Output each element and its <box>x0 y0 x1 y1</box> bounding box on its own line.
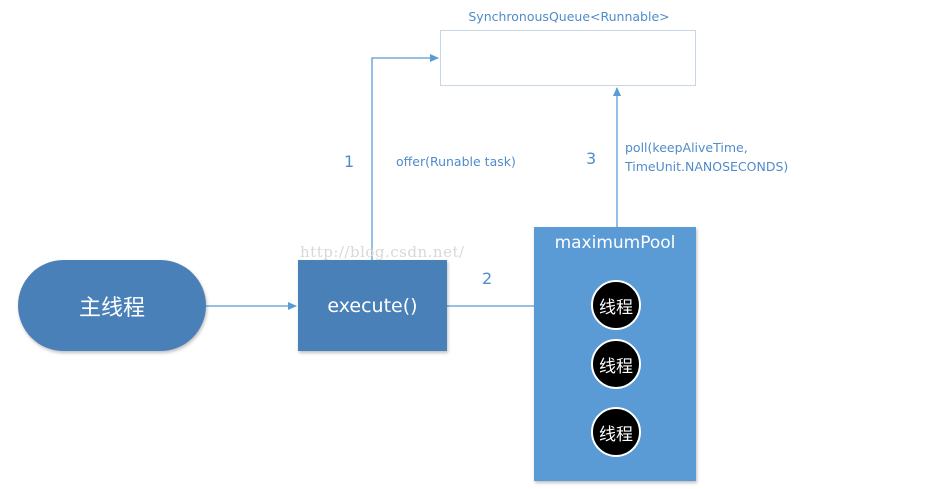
pool-title: maximumPool <box>554 233 676 253</box>
edge-offer-to-queue <box>371 54 439 260</box>
main-thread-label: 主线程 <box>78 295 145 321</box>
step-number-3: 3 <box>586 149 597 168</box>
thread-label: 线程 <box>599 356 633 377</box>
poll-label: poll(keepAliveTime, TimeUnit.NANOSECONDS… <box>625 138 788 176</box>
queue-title: SynchronousQueue<Runnable> <box>468 9 670 24</box>
thread-node: 线程 <box>591 280 641 330</box>
thread-label: 线程 <box>599 424 633 445</box>
step-number-1: 1 <box>344 152 355 171</box>
execute-node: execute() <box>298 260 447 351</box>
poll-label-line-2: TimeUnit.NANOSECONDS) <box>625 159 789 174</box>
execute-label: execute() <box>327 294 418 317</box>
thread-node: 线程 <box>591 339 641 389</box>
thread-node: 线程 <box>591 407 641 457</box>
thread-label: 线程 <box>599 297 633 318</box>
step-number-2: 2 <box>482 269 493 288</box>
synchronous-queue-box <box>440 30 696 86</box>
watermark: http://blog.csdn.net/ <box>300 243 465 261</box>
main-thread-node: 主线程 <box>18 260 206 351</box>
offer-label: offer(Runable task) <box>396 154 516 169</box>
poll-label-line-1: poll(keepAliveTime, <box>625 140 748 155</box>
maximum-pool-node: maximumPool 线程 线程 线程 <box>534 227 696 481</box>
